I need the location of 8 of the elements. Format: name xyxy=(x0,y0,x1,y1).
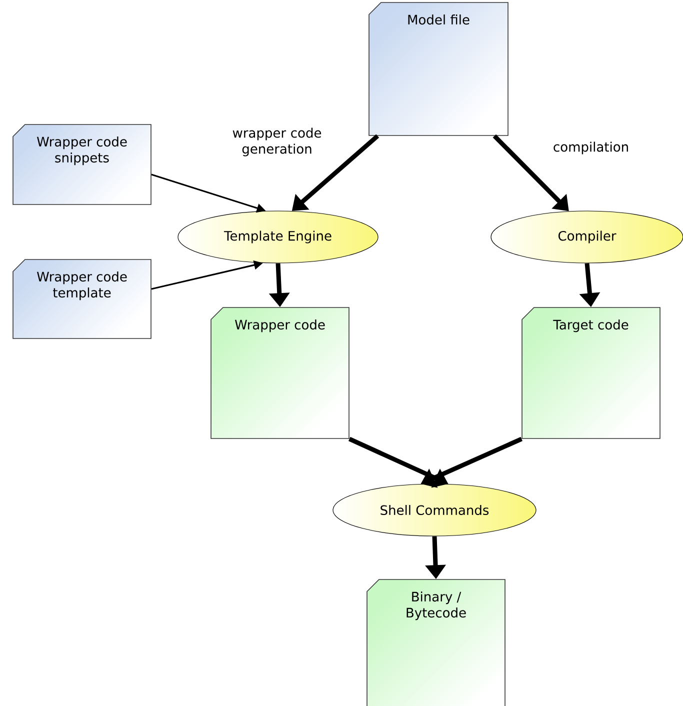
document-box: Model file xyxy=(368,2,508,136)
document-box: Wrapper code snippets xyxy=(12,124,152,205)
document-box: Target code xyxy=(522,307,660,439)
edge-label: compilation xyxy=(554,142,628,154)
edge-label: wrapper code generation xyxy=(232,128,322,156)
document-box: Wrapper code xyxy=(210,307,350,439)
document-box: Wrapper code template xyxy=(12,259,152,339)
document-box: Binary / Bytecode xyxy=(366,579,506,706)
